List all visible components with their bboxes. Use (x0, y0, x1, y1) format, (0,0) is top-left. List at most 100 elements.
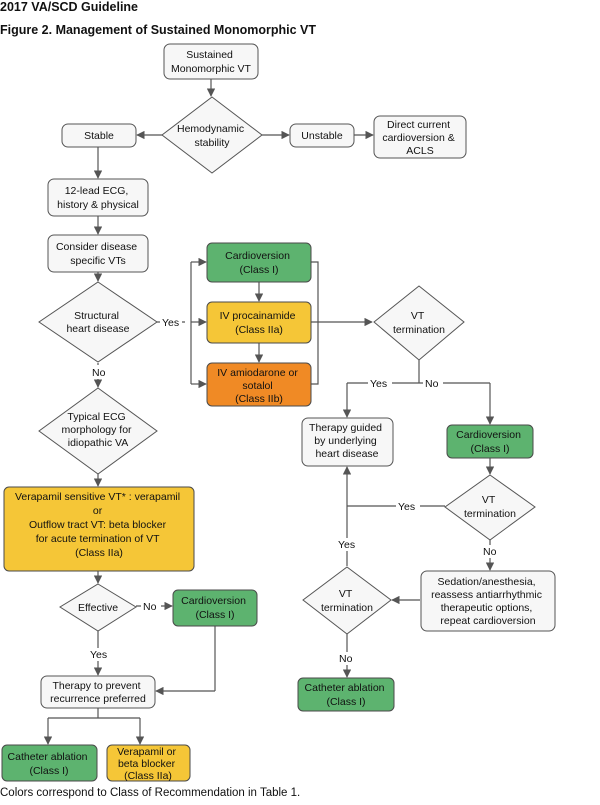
decision-vtterm3-shape (302, 566, 392, 635)
node-consider-line-2: specific VTs (70, 255, 125, 267)
decision-typical-line-3: idiopathic VA (68, 437, 129, 449)
node-verapamil-line-3: Outflow tract VT: beta blocker (29, 519, 167, 531)
node-verapamil2-line-1: Verapamil or (117, 746, 176, 758)
node-cardio2-text: Cardioversion (Class I) (456, 429, 524, 455)
label-vtterm2-no: No (483, 546, 497, 558)
decision-vtterm1-text: VT termination (393, 310, 445, 336)
node-cardioversion-3: Cardioversion (Class I) (172, 589, 258, 627)
decision-hemodynamic-line-2: stability (194, 137, 230, 149)
node-therapy-guided-line-2: by underlying (314, 435, 377, 447)
label-bg-effective-yes (88, 648, 112, 661)
node-verapamil-line-5: (Class IIa) (75, 547, 123, 559)
node-consider: Consider disease specific VTs (47, 234, 149, 273)
node-dc-line-1: Direct current (387, 119, 450, 131)
label-bg-structural-yes (160, 315, 182, 329)
node-catheter2-box (297, 677, 395, 712)
decision-typical-line-1: Typical ECG (67, 411, 125, 423)
node-prevent-text: Therapy to prevent recurrence preferred (50, 680, 146, 705)
node-amiodarone: IV amiodarone or sotalol (Class IIb) (206, 362, 312, 407)
decision-hemodynamic-shape (161, 96, 263, 174)
decision-hemodynamic-line-1: Hemodynamic (177, 123, 244, 135)
node-procain-text: IV procainamide (Class IIa) (220, 310, 299, 336)
node-amio-line-3: (Class IIb) (235, 393, 283, 405)
node-verapamil-box (3, 486, 195, 572)
label-bg-vtterm2-no (481, 545, 501, 558)
decision-vtterm1-line-2: termination (393, 324, 445, 336)
node-sedation-line-2: reassess antiarrhythmic (431, 589, 542, 601)
node-catheter-ablation-left: Catheter ablation (Class I) (1, 744, 98, 782)
label-bg-effective-no (141, 600, 161, 613)
node-therapy-guided-line-3: heart disease (315, 448, 378, 460)
node-cardio3-text: Cardioversion (Class I) (181, 595, 249, 621)
node-cardio1-line-1: Cardioversion (225, 250, 290, 262)
label-effective-no: No (143, 601, 157, 613)
node-ecg-line-1: 12-lead ECG, (65, 185, 129, 197)
node-dc-cardioversion: Direct current cardioversion & ACLS (373, 115, 467, 159)
node-prevent-box (40, 675, 156, 709)
node-start: Sustained Monomorphic VT (163, 43, 259, 80)
label-bg-vtterm1-yes (368, 377, 392, 390)
node-amio-line-1: IV amiodarone or (217, 367, 298, 379)
node-therapy-guided-text: Therapy guided by underlying heart disea… (309, 422, 385, 460)
label-bg-vtterm2-yes (396, 500, 420, 513)
node-amio-text: IV amiodarone or sotalol (Class IIb) (217, 367, 300, 405)
node-procain-box (206, 301, 312, 344)
node-catheter2-line-2: (Class I) (326, 696, 365, 708)
node-sedation-text: Sedation/anesthesia, reassess antiarrhyt… (431, 576, 545, 627)
node-consider-line-1: Consider disease (56, 241, 137, 253)
label-bg-structural-no (89, 365, 109, 379)
node-start-text: Sustained Monomorphic VT (171, 49, 252, 75)
label-structural-yes: Yes (162, 317, 179, 329)
node-ecg-box (47, 178, 149, 217)
footnote: Colors correspond to Class of Recommenda… (0, 787, 301, 799)
node-procainamide: IV procainamide (Class IIa) (206, 301, 312, 344)
node-verapamil2-line-3: (Class IIa) (124, 770, 172, 782)
node-verapamil: Verapamil sensitive VT* : verapamil or O… (3, 486, 195, 572)
decision-vtterm1-shape (373, 285, 465, 361)
decision-vt-termination-2: VT termination (444, 474, 536, 541)
label-vtterm3-yes: Yes (338, 539, 355, 551)
node-consider-box (47, 234, 149, 273)
node-consider-text: Consider disease specific VTs (56, 241, 140, 267)
decision-typical-line-2: morphology for (62, 424, 133, 436)
decision-vtterm2-line-2: termination (464, 508, 516, 520)
node-dc-box (373, 115, 467, 159)
decision-vtterm3-text: VT termination (321, 588, 373, 614)
decision-effective-text: Effective (78, 602, 118, 614)
label-vtterm3-no: No (339, 653, 353, 665)
node-catheter2-text: Catheter ablation (Class I) (305, 682, 388, 708)
decision-vtterm2-shape (444, 474, 536, 541)
node-catheter2-line-1: Catheter ablation (305, 682, 385, 694)
node-start-line-2: Monomorphic VT (171, 63, 252, 75)
label-bg-vtterm3-no (337, 652, 357, 665)
decision-structural-text: Structural heart disease (66, 310, 129, 335)
node-cardio3-box (172, 589, 258, 627)
node-prevent: Therapy to prevent recurrence preferred (40, 675, 156, 709)
label-effective-yes: Yes (90, 649, 107, 661)
node-dc-line-2: cardioversion & (382, 132, 454, 144)
node-unstable-line-1: Unstable (301, 130, 343, 142)
node-sedation-line-1: Sedation/anesthesia, (438, 576, 536, 588)
decision-structural: Structural heart disease (38, 281, 158, 363)
node-verapamil-or-beta-blocker: Verapamil or beta blocker (Class IIa) (106, 744, 191, 782)
decision-typical-text: Typical ECG morphology for idiopathic VA (62, 411, 135, 449)
node-catheter1-line-1: Catheter ablation (8, 751, 88, 763)
edge-labels: Yes No Yes No Yes No Yes No No Yes (88, 315, 501, 665)
decision-vtterm2-line-1: VT (482, 494, 496, 506)
node-sedation-box (420, 570, 556, 632)
decision-typical-ecg: Typical ECG morphology for idiopathic VA (38, 387, 158, 475)
decision-effective-shape (59, 583, 137, 632)
node-amio-line-2: sotalol (242, 380, 272, 392)
node-stable-line-1: Stable (84, 130, 114, 142)
node-catheter-ablation-right: Catheter ablation (Class I) (297, 677, 395, 712)
node-cardio3-line-1: Cardioversion (181, 595, 246, 607)
node-amio-box (206, 362, 312, 407)
node-sedation-line-4: repeat cardioversion (440, 615, 535, 627)
node-cardioversion-2: Cardioversion (Class I) (446, 424, 534, 459)
node-catheter1-line-2: (Class I) (29, 765, 68, 777)
node-verapamil2-box (106, 744, 191, 782)
label-bg-vtterm3-yes (336, 538, 360, 551)
decision-vt-termination-1: VT termination (373, 285, 465, 361)
node-start-line-1: Sustained (186, 49, 233, 61)
